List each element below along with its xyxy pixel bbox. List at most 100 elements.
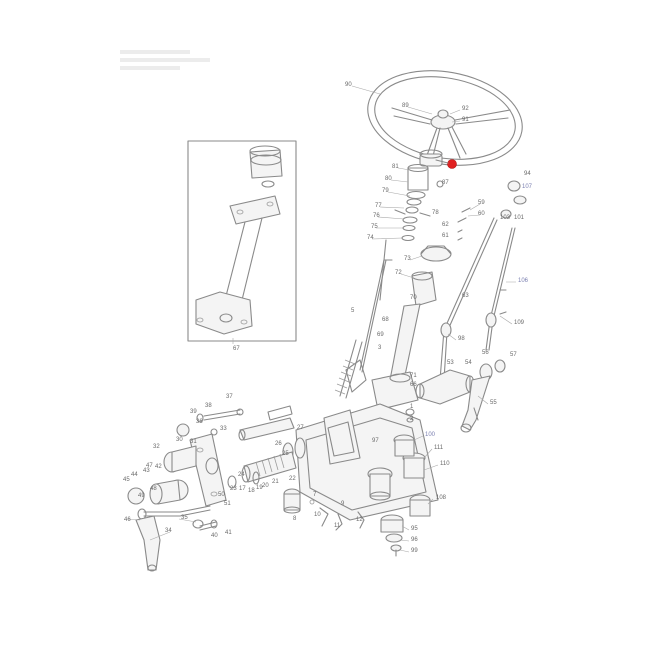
callout-20: 20 <box>262 483 269 489</box>
callout-74: 74 <box>367 235 374 241</box>
callout-34: 34 <box>165 528 172 534</box>
column-shroud <box>411 245 452 307</box>
callout-76: 76 <box>373 213 380 219</box>
leader-lines <box>127 85 516 553</box>
callout-53: 53 <box>447 360 454 366</box>
callout-35: 35 <box>181 515 188 521</box>
callout-67: 67 <box>233 346 240 352</box>
callout-95: 95 <box>411 526 418 532</box>
callout-8: 8 <box>293 516 297 522</box>
callout-56: 56 <box>482 350 489 356</box>
callout-10: 10 <box>314 512 321 518</box>
callout-87: 87 <box>442 180 449 186</box>
callout-48: 48 <box>150 486 157 492</box>
callout-60: 60 <box>478 211 485 217</box>
callout-38: 38 <box>205 403 212 409</box>
faint-header-mark <box>120 50 210 70</box>
callout-68: 68 <box>382 317 389 323</box>
callout-79: 79 <box>382 188 389 194</box>
callout-2: 2 <box>410 416 414 422</box>
steering-wheel <box>367 70 523 166</box>
callout-78: 78 <box>432 210 439 216</box>
callout-94: 94 <box>524 171 531 177</box>
callout-9: 9 <box>341 501 345 507</box>
callout-39: 39 <box>190 409 197 415</box>
steering-box-housing <box>295 403 439 521</box>
callout-17: 17 <box>239 486 246 492</box>
callout-44: 44 <box>131 472 138 478</box>
callout-99: 99 <box>411 548 418 554</box>
small-parts-bottom <box>283 488 365 531</box>
callout-19: 19 <box>256 485 263 491</box>
left-lower-arm <box>127 479 218 572</box>
callout-30: 30 <box>176 437 183 443</box>
callout-50: 50 <box>218 492 225 498</box>
upper-column-stack <box>394 149 457 242</box>
callout-75: 75 <box>371 224 378 230</box>
inset-column-tube <box>187 140 297 342</box>
callout-109: 109 <box>514 320 525 326</box>
callout-32: 32 <box>153 444 160 450</box>
callout-45: 45 <box>123 477 130 483</box>
callout-31: 31 <box>190 439 197 445</box>
callout-108: 108 <box>436 495 447 501</box>
callout-42: 42 <box>155 464 162 470</box>
callout-37: 37 <box>226 394 233 400</box>
gear-lever-right <box>485 180 527 351</box>
callout-106: 106 <box>518 278 529 284</box>
callout-7: 7 <box>313 492 317 498</box>
callout-55: 55 <box>490 400 497 406</box>
callout-100: 100 <box>425 432 436 438</box>
callout-111: 111 <box>434 445 444 451</box>
callout-22: 22 <box>289 476 296 482</box>
callout-18: 18 <box>248 488 255 494</box>
callout-11: 11 <box>334 523 341 529</box>
callout-49: 49 <box>138 493 145 499</box>
spring-coils <box>255 453 285 477</box>
callout-33: 33 <box>220 426 227 432</box>
steering-column <box>334 239 421 411</box>
callout-51: 51 <box>224 501 231 507</box>
callout-23: 23 <box>230 486 237 492</box>
gear-lever-left <box>439 207 498 381</box>
callout-21: 21 <box>272 479 279 485</box>
callout-24: 24 <box>238 472 245 478</box>
callout-96: 96 <box>411 537 418 543</box>
callout-59: 59 <box>478 200 485 206</box>
callout-1: 1 <box>410 404 414 410</box>
callout-63: 63 <box>462 293 469 299</box>
callout-12: 12 <box>356 517 363 523</box>
callout-89: 89 <box>402 103 409 109</box>
drop-arm-assembly <box>415 359 506 433</box>
callout-107: 107 <box>522 184 533 190</box>
callout-101: 101 <box>514 215 525 221</box>
callout-71: 71 <box>410 373 417 379</box>
callout-92: 92 <box>462 106 469 112</box>
callout-36: 36 <box>196 419 203 425</box>
callout-66: 66 <box>410 382 417 388</box>
callout-98: 98 <box>458 336 465 342</box>
callout-54: 54 <box>465 360 472 366</box>
worm-shaft-assembly <box>227 405 306 489</box>
callout-103: 103 <box>500 215 511 221</box>
callout-61: 61 <box>442 233 449 239</box>
callout-57: 57 <box>510 352 517 358</box>
callout-5: 5 <box>351 308 355 314</box>
left-bracket-plate <box>163 408 244 507</box>
callout-72: 72 <box>395 270 402 276</box>
callout-69: 69 <box>377 332 384 338</box>
highlighted-part-marker <box>447 159 457 169</box>
callout-25: 25 <box>282 451 289 457</box>
callout-26: 26 <box>275 441 282 447</box>
callout-41: 41 <box>225 530 232 536</box>
callout-47: 47 <box>146 463 153 469</box>
callout-73: 73 <box>404 256 411 262</box>
lower-bush-stack <box>380 494 431 557</box>
callout-81: 81 <box>392 164 399 170</box>
callout-62: 62 <box>442 222 449 228</box>
callout-91: 91 <box>462 117 469 123</box>
callout-97: 97 <box>372 438 379 444</box>
callout-27: 27 <box>297 425 304 431</box>
